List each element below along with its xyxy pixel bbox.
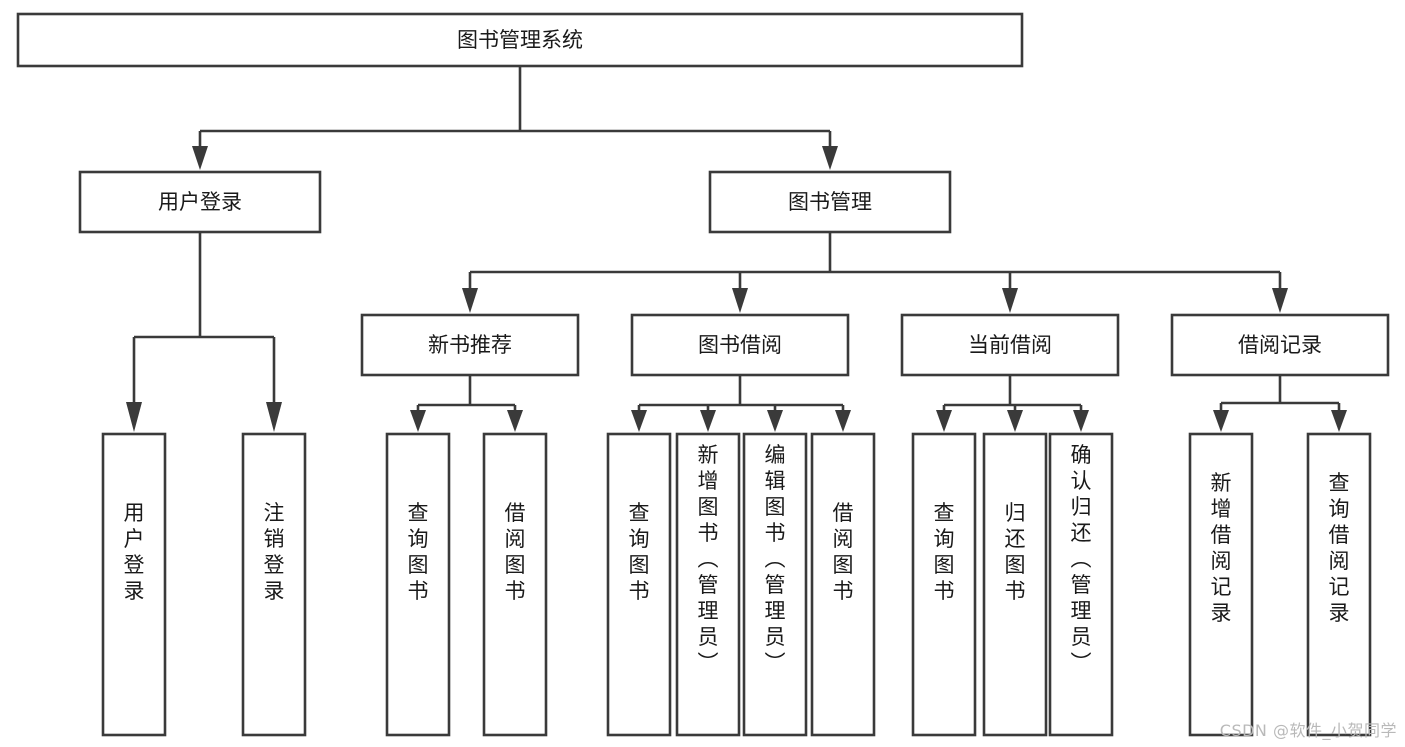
node-book-borrow-box[interactable] xyxy=(630,313,850,377)
node-book-borrow[interactable]: 图书借阅 xyxy=(630,313,850,377)
node-leaf-borrow-book-rec-label: 借阅图书 xyxy=(505,501,526,603)
node-current-borrow[interactable]: 当前借阅 xyxy=(900,313,1120,377)
node-book-borrow-label: 图书借阅 xyxy=(698,333,782,357)
arrow-head-leaf-add-book-admin xyxy=(700,410,716,432)
node-book-manage-label: 图书管理 xyxy=(788,190,872,214)
node-book-manage-box[interactable] xyxy=(708,170,952,234)
node-leaf-query-book-current-label: 查询图书 xyxy=(934,501,955,603)
node-root-label: 图书管理系统 xyxy=(457,28,583,52)
arrow-head-leaf-user-login xyxy=(126,402,142,432)
arrow-head-borrow-record xyxy=(1272,288,1288,313)
node-leaf-return-book-label: 归还图书 xyxy=(1005,501,1026,603)
node-leaf-query-book-rec[interactable]: 查询图书 xyxy=(385,432,451,737)
node-user-login-box[interactable] xyxy=(78,170,322,234)
node-leaf-add-borrow-record-box[interactable] xyxy=(1188,432,1254,737)
arrow-head-leaf-query-book-current xyxy=(936,410,952,432)
node-leaf-edit-book-admin[interactable]: 编辑图书︵管理员︶ xyxy=(742,432,808,737)
node-leaf-query-book-rec-box[interactable] xyxy=(385,432,451,737)
node-leaf-user-login[interactable]: 用户登录 xyxy=(101,432,167,737)
arrow-head-leaf-add-borrow-record xyxy=(1213,410,1229,432)
node-book-manage[interactable]: 图书管理 xyxy=(708,170,952,234)
node-leaf-logout[interactable]: 注销登录 xyxy=(241,432,307,737)
arrow-head-book-borrow xyxy=(732,288,748,313)
node-new-book-rec-box[interactable] xyxy=(360,313,580,377)
node-root-box[interactable] xyxy=(16,12,1024,68)
arrow-head-leaf-return-book xyxy=(1007,410,1023,432)
node-leaf-add-book-admin-box[interactable] xyxy=(675,432,741,737)
node-leaf-query-book-borrow-box[interactable] xyxy=(606,432,672,737)
node-leaf-edit-book-admin-box[interactable] xyxy=(742,432,808,737)
node-leaf-confirm-return-admin[interactable]: 确认归还︵管理员︶ xyxy=(1048,432,1114,737)
node-leaf-add-borrow-record-label: 新增借阅记录 xyxy=(1211,471,1232,625)
node-user-login[interactable]: 用户登录 xyxy=(78,170,322,234)
node-user-login-label: 用户登录 xyxy=(158,190,242,214)
node-leaf-borrow-book-rec[interactable]: 借阅图书 xyxy=(482,432,548,737)
node-borrow-record[interactable]: 借阅记录 xyxy=(1170,313,1390,377)
arrow-head-book-manage xyxy=(822,146,838,170)
arrow-head-leaf-query-book-rec xyxy=(410,410,426,432)
arrow-head-user-login xyxy=(192,146,208,170)
connector-layer xyxy=(126,66,1347,432)
node-leaf-return-book[interactable]: 归还图书 xyxy=(982,432,1048,737)
node-leaf-logout-label: 注销登录 xyxy=(264,501,285,603)
arrow-head-new-book-rec xyxy=(462,288,478,313)
node-leaf-query-borrow-record-label: 查询借阅记录 xyxy=(1329,471,1350,625)
node-leaf-query-book-current-box[interactable] xyxy=(911,432,977,737)
node-leaf-add-borrow-record[interactable]: 新增借阅记录 xyxy=(1188,432,1254,737)
node-current-borrow-label: 当前借阅 xyxy=(968,333,1052,357)
node-new-book-rec[interactable]: 新书推荐 xyxy=(360,313,580,377)
node-leaf-query-book-borrow[interactable]: 查询图书 xyxy=(606,432,672,737)
arrow-head-leaf-query-book-borrow xyxy=(631,410,647,432)
node-root[interactable]: 图书管理系统 xyxy=(16,12,1024,68)
arrow-head-leaf-edit-book-admin xyxy=(767,410,783,432)
arrow-head-leaf-confirm-return-admin xyxy=(1073,410,1089,432)
node-leaf-query-borrow-record[interactable]: 查询借阅记录 xyxy=(1306,432,1372,737)
node-leaf-confirm-return-admin-box[interactable] xyxy=(1048,432,1114,737)
node-layer: 图书管理系统 用户登录 图书管理 新书推荐 图书借阅 当前 xyxy=(16,12,1390,737)
node-leaf-user-login-box[interactable] xyxy=(101,432,167,737)
arrow-head-leaf-borrow-book xyxy=(835,410,851,432)
node-borrow-record-box[interactable] xyxy=(1170,313,1390,377)
arrow-head-leaf-logout xyxy=(266,402,282,432)
arrow-head-leaf-borrow-book-rec xyxy=(507,410,523,432)
node-leaf-add-book-admin[interactable]: 新增图书︵管理员︶ xyxy=(675,432,741,737)
node-leaf-query-borrow-record-box[interactable] xyxy=(1306,432,1372,737)
node-leaf-edit-book-admin-label: 编辑图书︵管理员︶ xyxy=(765,443,786,675)
node-leaf-borrow-book-label: 借阅图书 xyxy=(833,501,854,603)
node-new-book-rec-label: 新书推荐 xyxy=(428,333,512,357)
node-leaf-query-book-rec-label: 查询图书 xyxy=(408,501,429,603)
node-leaf-borrow-book[interactable]: 借阅图书 xyxy=(810,432,876,737)
node-current-borrow-box[interactable] xyxy=(900,313,1120,377)
node-borrow-record-label: 借阅记录 xyxy=(1238,333,1322,357)
node-leaf-user-login-label: 用户登录 xyxy=(124,501,145,603)
node-leaf-borrow-book-rec-box[interactable] xyxy=(482,432,548,737)
node-leaf-borrow-book-box[interactable] xyxy=(810,432,876,737)
node-leaf-query-book-borrow-label: 查询图书 xyxy=(629,501,650,603)
arrow-head-current-borrow xyxy=(1002,288,1018,313)
node-leaf-add-book-admin-label: 新增图书︵管理员︶ xyxy=(698,443,719,675)
node-leaf-confirm-return-admin-label: 确认归还︵管理员︶ xyxy=(1071,443,1092,675)
arrow-head-leaf-query-borrow-record xyxy=(1331,410,1347,432)
node-leaf-logout-box[interactable] xyxy=(241,432,307,737)
node-leaf-query-book-current[interactable]: 查询图书 xyxy=(911,432,977,737)
node-leaf-return-book-box[interactable] xyxy=(982,432,1048,737)
